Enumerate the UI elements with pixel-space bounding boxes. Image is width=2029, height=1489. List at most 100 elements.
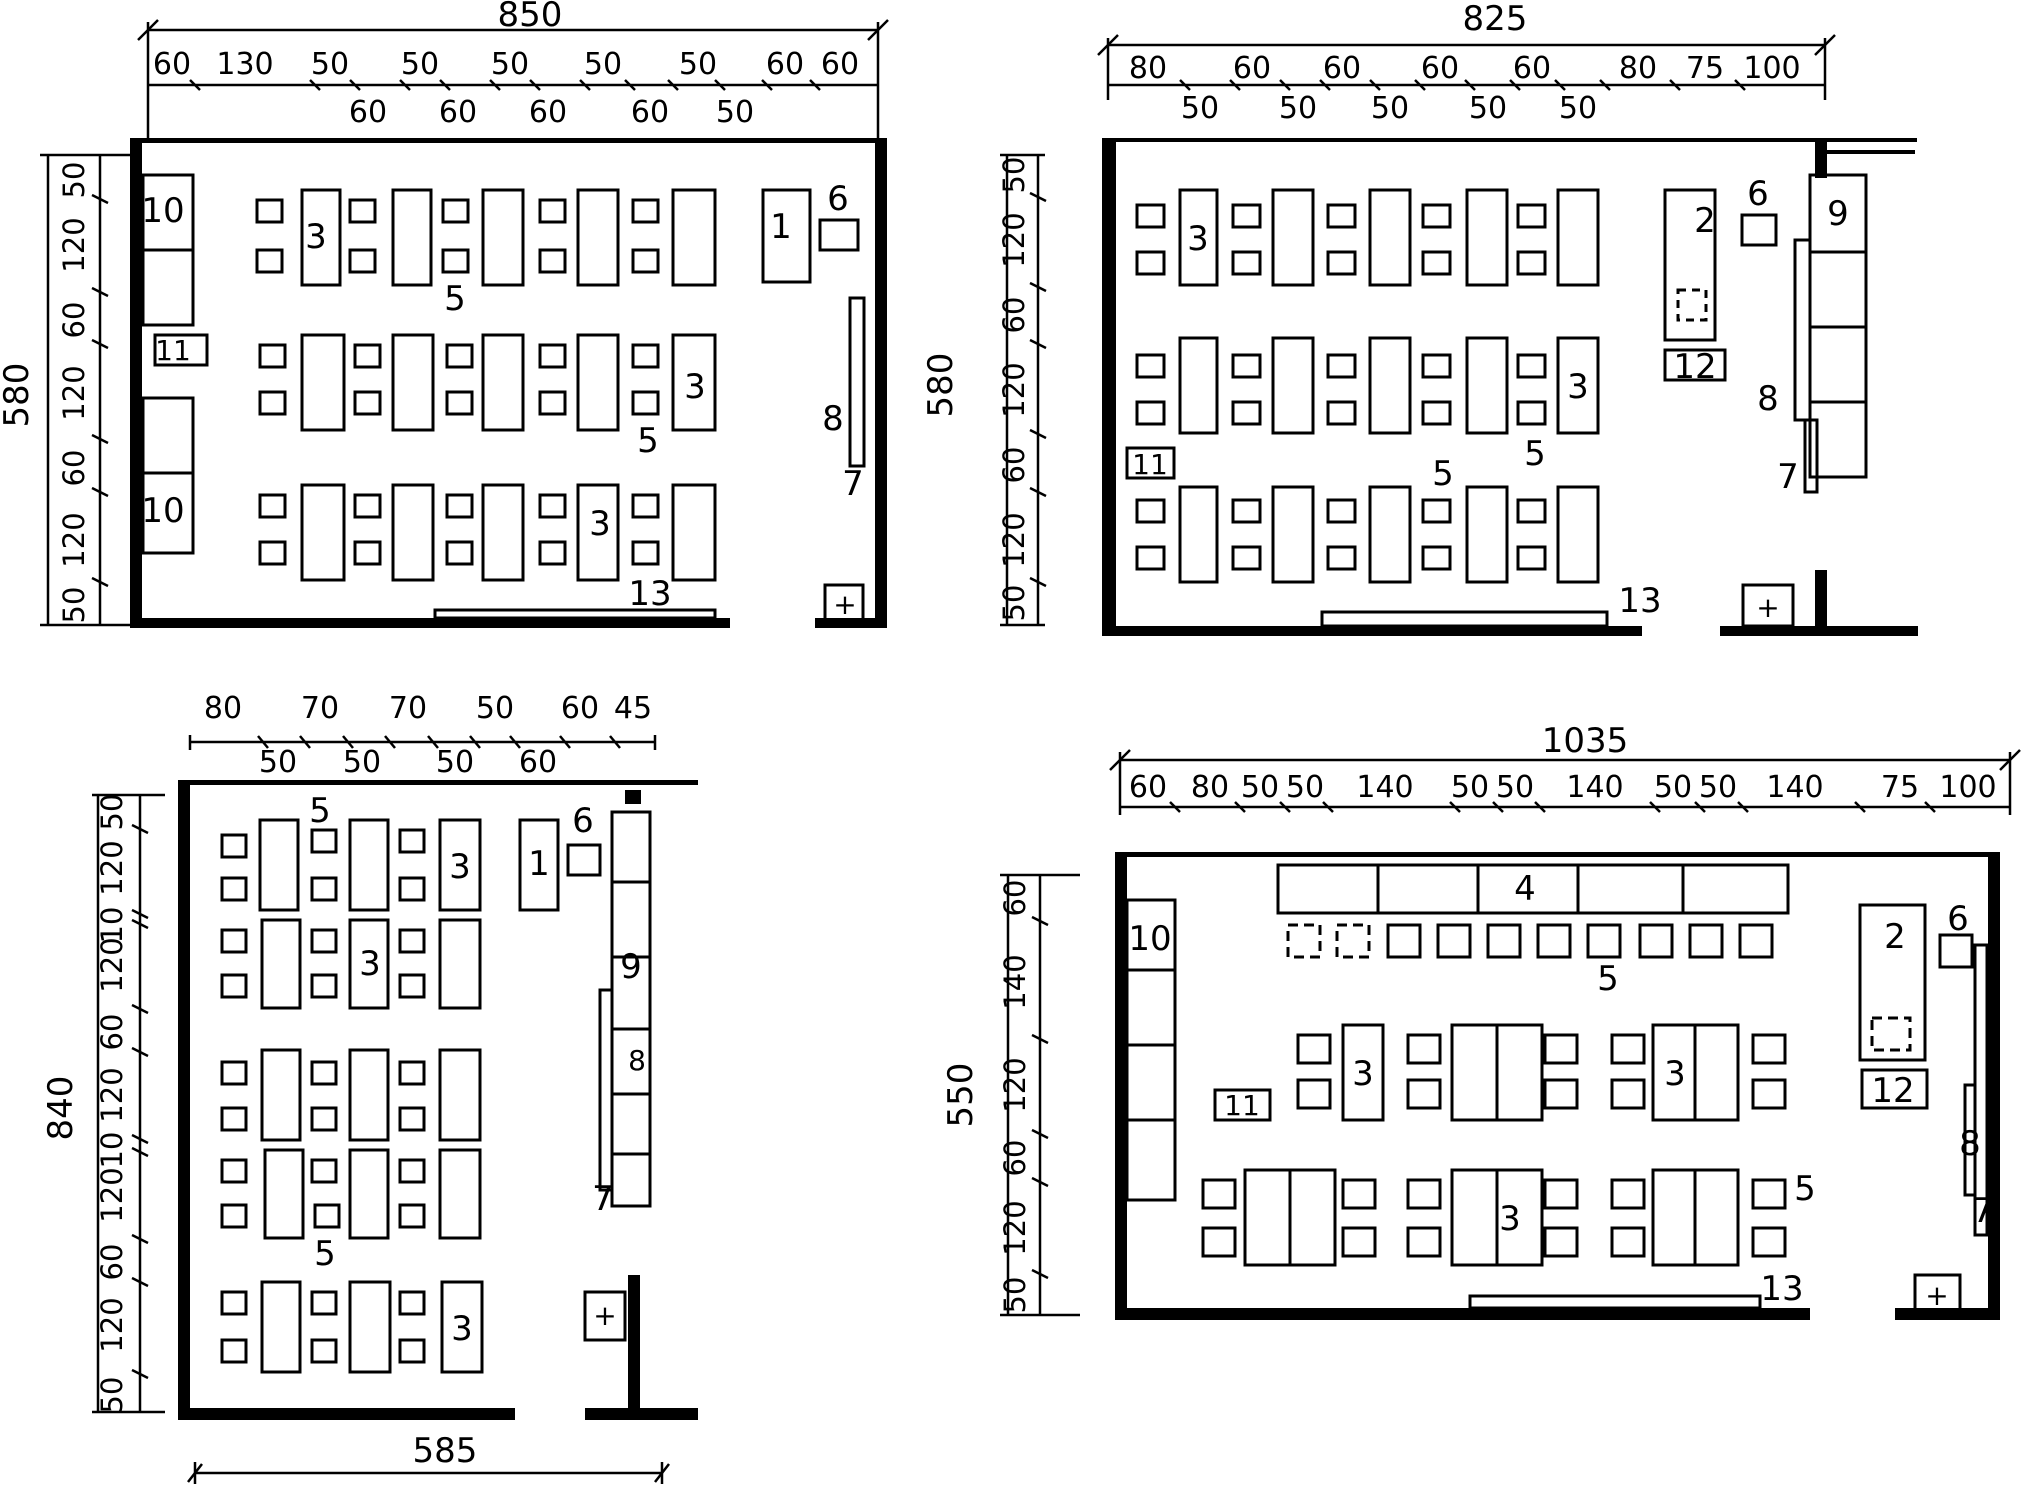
svg-text:75: 75 [1686,51,1724,86]
svg-text:2: 2 [1884,917,1906,957]
plan-2-top-dims: 80 60 60 60 60 80 75 100 50 50 50 50 50 [1129,51,1801,126]
svg-text:120: 120 [997,512,1031,567]
svg-text:60: 60 [1513,51,1551,86]
svg-text:1: 1 [528,844,550,884]
svg-text:50: 50 [1699,770,1737,805]
plan-1-total-height: 580 [0,363,37,428]
plan-3-left-dims: 50 120 10 120 60 120 10 120 60 120 50 [95,794,129,1414]
svg-text:8: 8 [822,399,844,439]
svg-text:5: 5 [1794,1169,1816,1209]
svg-text:3: 3 [451,1309,473,1349]
plan-1-top-dims: 60 130 50 50 50 50 50 60 60 60 60 60 60 … [153,47,859,130]
svg-text:60: 60 [57,302,91,339]
plan-4-total-width: 1035 [1542,721,1629,761]
svg-text:7: 7 [1777,457,1799,497]
svg-text:50: 50 [1496,770,1534,805]
plan-3-top-dimension [188,735,657,750]
svg-text:50: 50 [1241,770,1279,805]
svg-text:50: 50 [1559,91,1597,126]
plan-4-left-dims: 60 140 120 60 120 50 [998,880,1032,1314]
svg-text:13: 13 [1618,581,1661,621]
plan-1-labels: 10 10 11 3 3 3 5 5 1 6 8 7 13 + [141,179,863,621]
svg-text:6: 6 [1947,899,1969,939]
svg-text:60: 60 [821,47,859,82]
plan-1-left-dims: 50 120 60 120 60 120 50 [57,162,91,624]
svg-text:120: 120 [95,1167,129,1222]
svg-text:60: 60 [529,95,567,130]
svg-text:60: 60 [997,447,1031,484]
svg-text:120: 120 [57,217,91,272]
svg-text:45: 45 [614,691,652,726]
svg-text:120: 120 [95,840,129,895]
svg-text:60: 60 [631,95,669,130]
svg-text:80: 80 [204,691,242,726]
svg-text:5: 5 [309,791,331,831]
svg-text:50: 50 [584,47,622,82]
plan-4-walls [1115,852,2000,1320]
svg-text:+: + [833,588,856,621]
svg-text:50: 50 [57,587,91,624]
svg-text:50: 50 [1451,770,1489,805]
svg-text:3: 3 [1567,367,1589,407]
plan-3-total-height: 840 [41,1076,81,1141]
svg-text:9: 9 [620,947,642,987]
svg-text:4: 4 [1514,869,1536,909]
svg-text:120: 120 [57,365,91,420]
svg-text:140: 140 [1356,770,1413,805]
svg-text:3: 3 [589,504,611,544]
plan-2-furniture [1125,173,1868,628]
svg-text:5: 5 [1432,454,1454,494]
svg-text:120: 120 [95,1067,129,1122]
svg-text:50: 50 [1181,91,1219,126]
plan-3-top-dims: 80 70 70 50 60 45 50 50 50 60 [204,691,652,780]
svg-text:10: 10 [141,191,184,231]
svg-text:120: 120 [997,362,1031,417]
svg-text:50: 50 [679,47,717,82]
plan-1-left-dimension [40,153,135,627]
svg-text:50: 50 [1286,770,1324,805]
plan-2-walls [1102,138,1918,636]
svg-text:60: 60 [1323,51,1361,86]
svg-text:6: 6 [827,179,849,219]
svg-text:3: 3 [359,944,381,984]
svg-text:6: 6 [572,801,594,841]
svg-text:11: 11 [1224,1089,1260,1122]
svg-text:+: + [593,1299,616,1332]
svg-text:60: 60 [349,95,387,130]
svg-text:140: 140 [1766,770,1823,805]
svg-text:3: 3 [449,847,471,887]
plan-4-top-dimension [1109,749,2021,815]
svg-text:5: 5 [1597,959,1619,999]
svg-text:10: 10 [95,907,129,944]
plan-1-furniture [141,173,866,622]
svg-text:70: 70 [389,691,427,726]
svg-text:120: 120 [95,1297,129,1352]
svg-text:60: 60 [1129,770,1167,805]
svg-text:140: 140 [1566,770,1623,805]
svg-text:50: 50 [1279,91,1317,126]
plan-3-labels: 5 5 3 3 3 1 6 9 8 7 + [309,791,646,1349]
svg-text:60: 60 [1421,51,1459,86]
svg-text:75: 75 [1881,770,1919,805]
plan-3-bottom-dimension [187,1462,670,1484]
svg-text:50: 50 [57,162,91,199]
svg-text:13: 13 [628,574,671,614]
svg-text:12: 12 [1871,1071,1914,1111]
svg-text:3: 3 [684,367,706,407]
svg-text:10: 10 [141,491,184,531]
svg-text:80: 80 [1619,51,1657,86]
svg-text:8: 8 [1757,379,1779,419]
svg-text:80: 80 [1129,51,1167,86]
svg-text:140: 140 [998,954,1032,1009]
svg-text:50: 50 [491,47,529,82]
svg-text:5: 5 [444,279,466,319]
plan-1-total-width: 850 [498,0,563,35]
svg-text:50: 50 [259,745,297,780]
svg-text:100: 100 [1743,51,1800,86]
svg-text:60: 60 [766,47,804,82]
svg-text:60: 60 [998,1140,1032,1177]
plan-4-total-height: 550 [941,1063,981,1128]
svg-text:120: 120 [998,1057,1032,1112]
plan-2-top-dimension [1097,34,1836,100]
